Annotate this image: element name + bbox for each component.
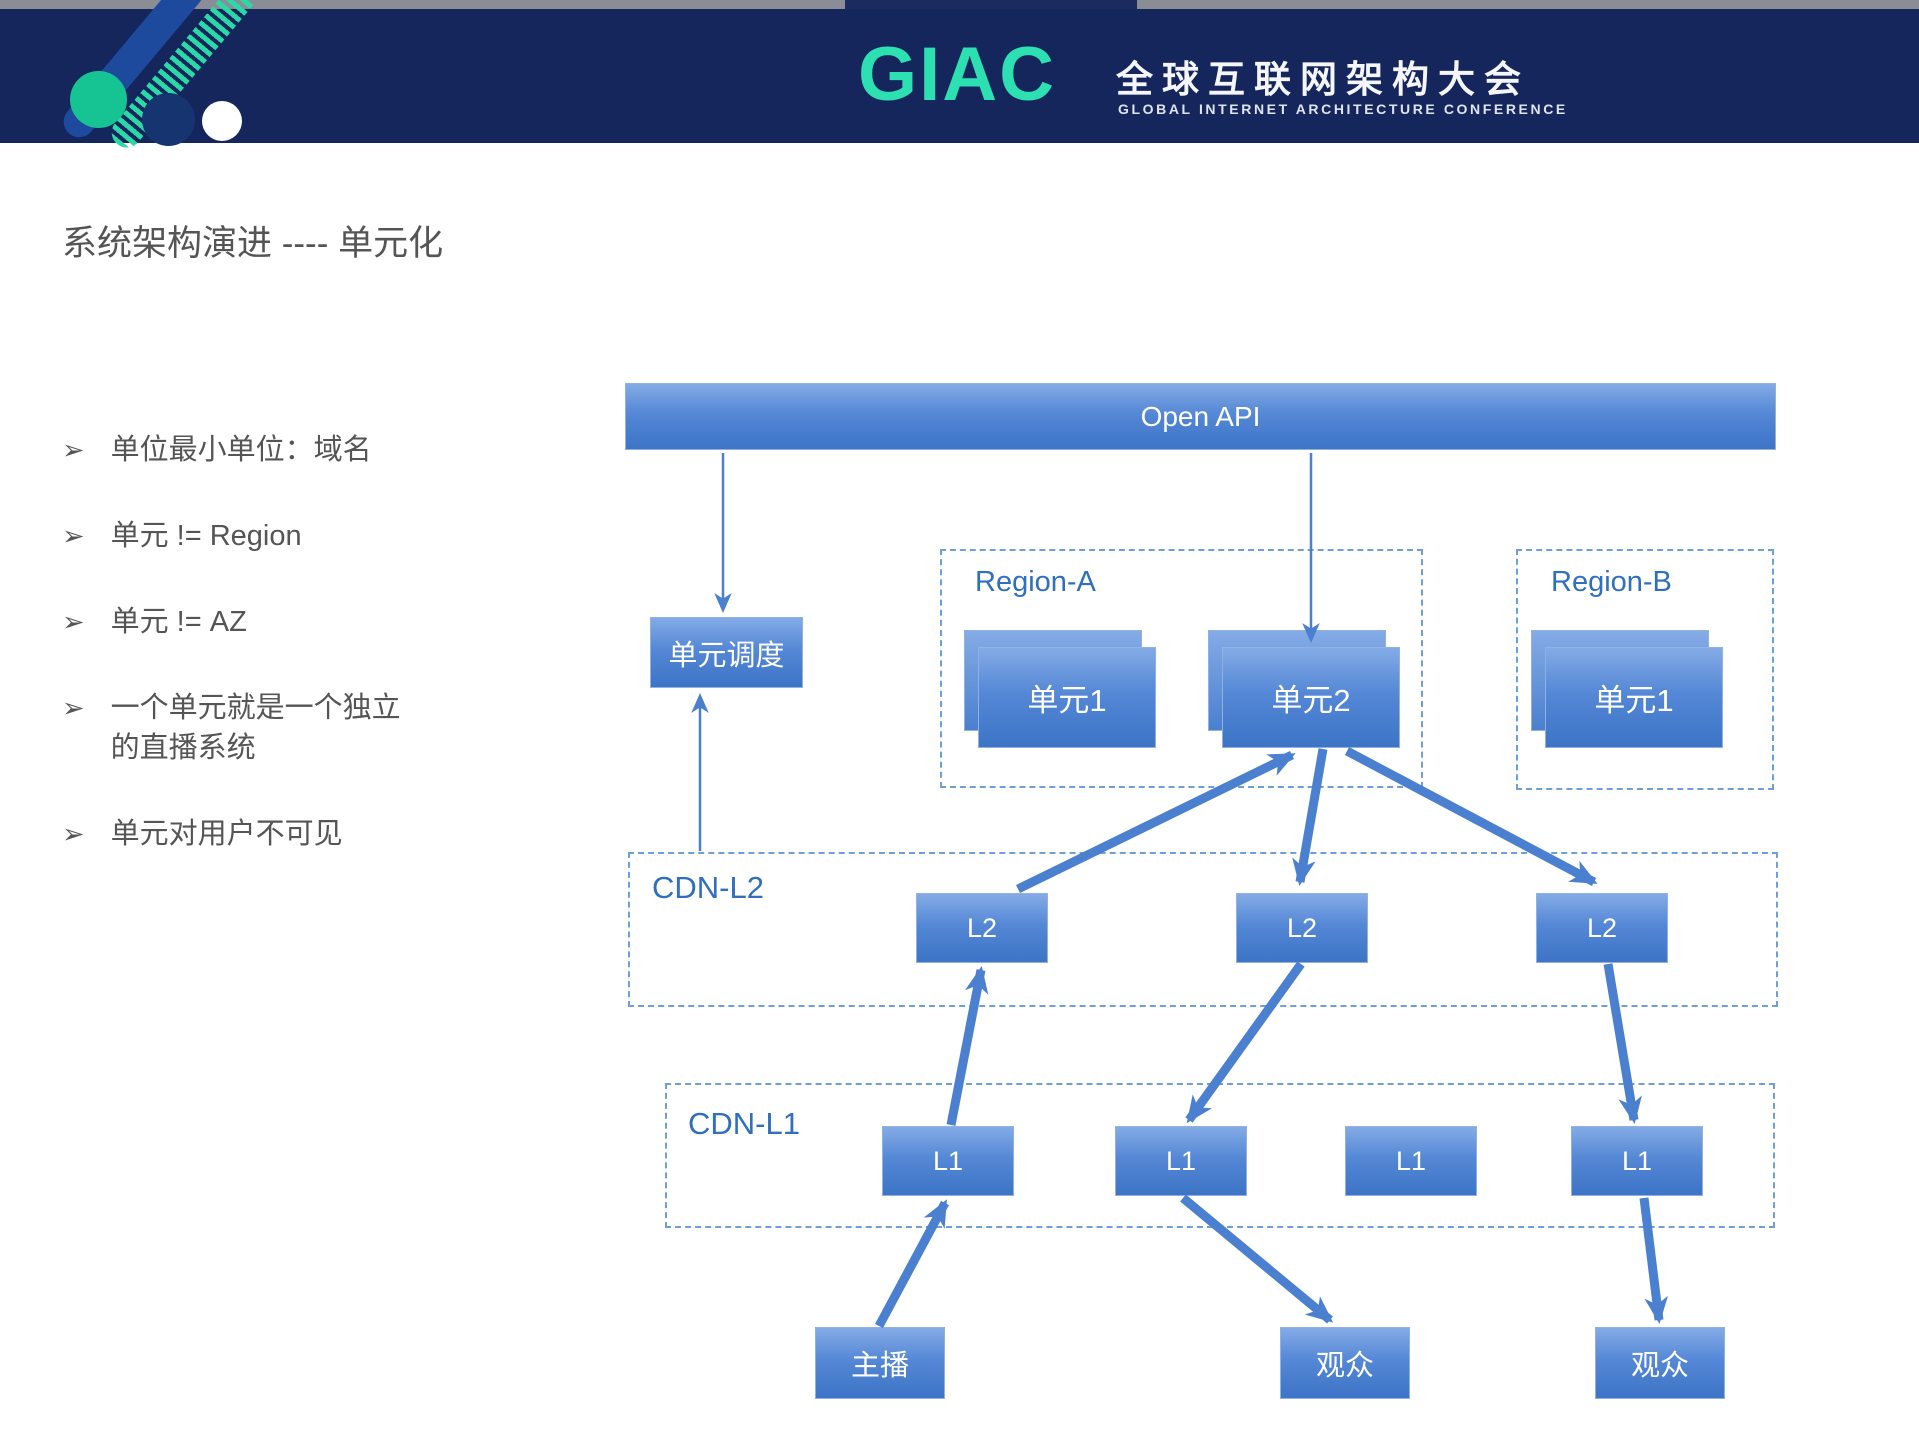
viewer-box: 观众	[1595, 1327, 1725, 1399]
viewer-box: 观众	[1280, 1327, 1410, 1399]
conference-title-english: GLOBAL INTERNET ARCHITECTURE CONFERENCE	[1118, 101, 1568, 117]
l1-node: L1	[882, 1126, 1014, 1196]
bullet-list: ➢ 单位最小单位：域名 ➢ 单元 != Region ➢ 单元 != AZ ➢ …	[62, 430, 502, 900]
region-b-label: Region-B	[1551, 566, 1672, 598]
l2-node: L2	[916, 893, 1048, 963]
conference-title-chinese: 全球互联网架构大会	[1116, 59, 1530, 100]
cdn-l1-label: CDN-L1	[688, 1106, 800, 1141]
open-api-bar: Open API	[625, 383, 1776, 450]
l2-node: L2	[1236, 893, 1368, 963]
list-item: ➢ 单元 != Region	[62, 516, 502, 556]
unit-box: 单元1	[1545, 647, 1723, 748]
region-a-label: Region-A	[975, 566, 1096, 598]
logo-white-dot	[202, 101, 242, 141]
conference-header: GIAC 全球互联网架构大会 GLOBAL INTERNET ARCHITECT…	[0, 0, 1919, 154]
conference-logo-icon	[52, 0, 261, 154]
bullet-text: 一个单元就是一个独立 的直播系统	[110, 692, 401, 764]
bullet-text: 单元对用户不可见	[110, 818, 343, 850]
l2-node: L2	[1536, 893, 1668, 963]
bullet-arrow-icon: ➢	[62, 607, 85, 637]
logo-navy-dot	[142, 93, 195, 146]
bullet-text: 单元 != AZ	[110, 606, 247, 638]
bullet-arrow-icon: ➢	[62, 521, 85, 551]
unit-scheduler-box: 单元调度	[650, 617, 803, 688]
list-item: ➢ 单元 != AZ	[62, 602, 502, 642]
page-title: 系统架构演进 ---- 单元化	[62, 224, 444, 263]
bullet-text: 单元 != Region	[110, 520, 302, 552]
cdn-l2-label: CDN-L2	[652, 870, 764, 905]
unit-box: 单元1	[978, 647, 1156, 748]
bullet-arrow-icon: ➢	[62, 435, 85, 465]
bullet-arrow-icon: ➢	[62, 819, 85, 849]
region-b-group	[1516, 549, 1774, 790]
l1-node: L1	[1115, 1126, 1247, 1196]
top-strip-dark-segment	[845, 0, 1137, 9]
list-item: ➢ 单元对用户不可见	[62, 814, 502, 854]
giac-wordmark: GIAC	[858, 32, 1056, 117]
list-item: ➢ 单位最小单位：域名	[62, 430, 502, 470]
list-item: ➢ 一个单元就是一个独立 的直播系统	[62, 688, 502, 768]
l1-node: L1	[1345, 1126, 1477, 1196]
unit-box: 单元2	[1222, 647, 1400, 748]
broadcaster-box: 主播	[815, 1327, 945, 1399]
bullet-text: 单位最小单位：域名	[110, 434, 372, 466]
l1-node: L1	[1571, 1126, 1703, 1196]
bullet-arrow-icon: ➢	[62, 693, 85, 723]
logo-green-dot	[70, 71, 127, 128]
